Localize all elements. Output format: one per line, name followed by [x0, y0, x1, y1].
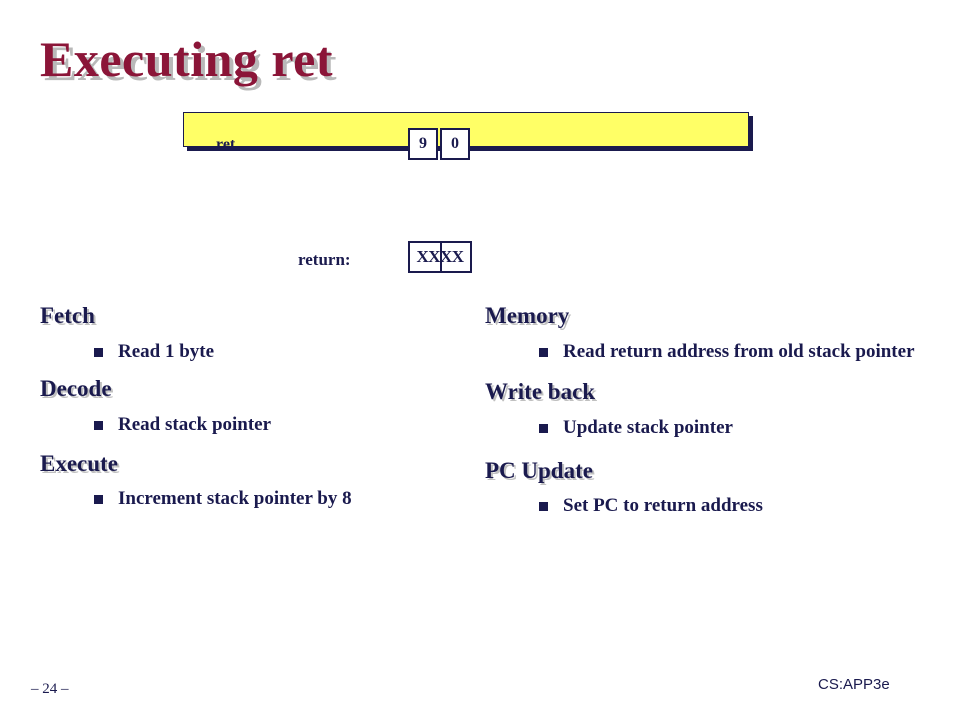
stage-heading-execute: Execute	[40, 450, 118, 476]
square-bullet-icon	[539, 423, 548, 433]
stage-item-text: Read stack pointer	[118, 413, 272, 435]
stage-item-text: Read return address from old stack point…	[563, 340, 915, 362]
instruction-mnemonic: ret	[216, 136, 236, 153]
return-box-divider	[440, 243, 442, 271]
return-label: return:	[298, 250, 351, 269]
stage-item-text: Set PC to return address	[563, 495, 763, 517]
stage-item: Read return address from old stack point…	[485, 340, 915, 365]
stage-item: Read stack pointer	[40, 413, 460, 438]
stage-item: Update stack pointer	[485, 416, 915, 441]
square-bullet-icon	[539, 347, 548, 357]
stage-item: Read 1 byte	[40, 340, 460, 365]
stage-heading-write-back: Write back	[485, 379, 596, 405]
stage-heading-pc-update: PC Update	[485, 457, 593, 483]
instruction-byte-0: 9	[408, 128, 438, 160]
left-stage-column: Fetch Read 1 byte Decode Read stack poin…	[40, 302, 460, 512]
stage-item: Increment stack pointer by 8	[40, 487, 460, 512]
stage-heading-decode: Decode	[40, 376, 112, 402]
stage-item: Set PC to return address	[485, 494, 915, 519]
stage-item-text: Increment stack pointer by 8	[118, 488, 352, 510]
stage-item-text: Update stack pointer	[563, 416, 733, 438]
square-bullet-icon	[94, 347, 103, 357]
stage-heading-memory: Memory	[485, 303, 570, 328]
stage-item-text: Read 1 byte	[118, 340, 215, 362]
stage-heading-fetch: Fetch	[40, 303, 95, 328]
course-label: CS:APP3e	[818, 676, 890, 693]
slide-title: Executing ret	[40, 31, 334, 87]
square-bullet-icon	[94, 420, 103, 430]
page-number: – 24 –	[31, 681, 69, 697]
square-bullet-icon	[94, 495, 103, 505]
instruction-byte-1: 0	[440, 128, 470, 160]
return-value-box: XXXX	[408, 241, 472, 273]
right-stage-column: Memory Read return address from old stac…	[485, 302, 915, 519]
square-bullet-icon	[539, 502, 548, 512]
